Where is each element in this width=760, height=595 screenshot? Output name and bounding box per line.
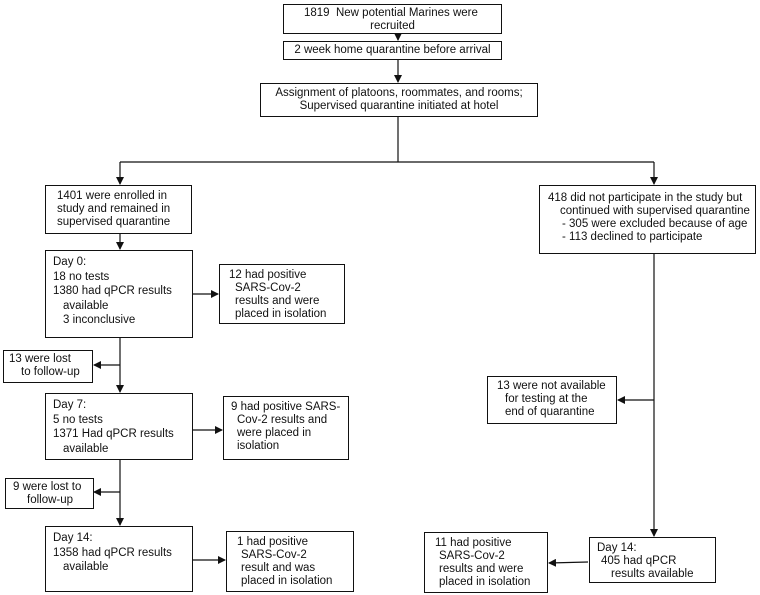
day0-positive-line-3: results and were — [235, 295, 320, 307]
day0-positive-line-2: SARS-Cov-2 — [235, 282, 301, 294]
day14-right-line-1: Day 14: — [597, 542, 637, 554]
day14-positive-line-3: result and was — [241, 562, 316, 574]
day0-box: Day 0: 18 no tests 1380 had qPCR results… — [45, 250, 193, 338]
lost9-line-1: 9 were lost to — [13, 481, 82, 493]
day0-positive-line-4: placed in isolation — [235, 308, 327, 320]
day0-line-4: available — [63, 299, 109, 312]
assignment-box: Assignment of platoons, roommates, and r… — [260, 83, 538, 117]
day7-line-4: available — [63, 442, 109, 455]
lost13-line-2: to follow-up — [21, 366, 80, 378]
enrolled-line-2: study and remained in — [57, 203, 171, 215]
day0-line-2: 18 no tests — [53, 270, 110, 283]
day14-right-positive-line-2: SARS-Cov-2 — [439, 550, 505, 562]
day14-right-box: Day 14: 405 had qPCR results available — [589, 537, 716, 583]
home-quarantine-line-1: 2 week home quarantine before arrival — [294, 44, 491, 56]
day14-right-line-2: 405 had qPCR — [601, 555, 677, 567]
day0-positive-box: 12 had positive SARS-Cov-2 results and w… — [219, 264, 345, 324]
day14-positive-line-1: 1 had positive — [237, 536, 308, 548]
lost13-box: 13 were lost to follow-up — [3, 350, 93, 383]
day7-positive-line-3: were placed in — [237, 427, 312, 439]
enrolled-line-3: supervised quarantine — [57, 216, 171, 228]
assignment-line-1: Assignment of platoons, roommates, and r… — [275, 87, 523, 99]
lost9-box: 9 were lost to follow-up — [5, 478, 94, 509]
arrow-day14-right-to-positive — [548, 558, 589, 567]
not-participate-box: 418 did not participate in the study but… — [539, 185, 756, 254]
day14-right-positive-line-3: results and were — [439, 563, 524, 575]
day14-right-positive-line-1: 11 had positive — [435, 537, 512, 549]
day7-positive-line-1: 9 had positive SARS- — [231, 401, 341, 413]
not-participate-line-1: 418 did not participate in the study but — [548, 192, 743, 204]
not-available-line-2: for testing at the — [505, 393, 588, 405]
recruited-line-2: recruited — [370, 20, 415, 32]
day14-right-positive-line-4: placed in isolation — [439, 576, 531, 588]
day7-line-3: 1371 Had qPCR results — [53, 428, 174, 440]
day14-positive-line-4: placed in isolation — [241, 575, 333, 587]
day14-box: Day 14: 1358 had qPCR results available — [45, 526, 193, 592]
home-quarantine-box: 2 week home quarantine before arrival — [283, 41, 502, 60]
day14-line-2: 1358 had qPCR results — [53, 546, 172, 559]
day7-box: Day 7: 5 no tests 1371 Had qPCR results … — [45, 393, 193, 460]
day7-positive-line-2: Cov-2 results and — [237, 414, 328, 426]
day0-line-5: 3 inconclusive — [63, 314, 136, 326]
lost13-line-1: 13 were lost — [9, 353, 72, 365]
day0-line-1: Day 0: — [53, 256, 87, 268]
day7-positive-line-4: isolation — [237, 440, 280, 452]
day7-positive-box: 9 had positive SARS- Cov-2 results and w… — [223, 396, 349, 460]
enrolled-box: 1401 were enrolled in study and remained… — [45, 185, 192, 234]
day7-line-2: 5 no tests — [53, 413, 103, 426]
not-available-line-3: end of quarantine — [505, 406, 595, 418]
day0-line-3: 1380 had qPCR results — [53, 285, 172, 297]
day14-right-line-3: results available — [611, 568, 694, 580]
day14-positive-line-2: SARS-Cov-2 — [241, 549, 307, 561]
not-available-box: 13 were not available for testing at the… — [487, 376, 617, 424]
enrolled-line-1: 1401 were enrolled in — [57, 190, 167, 202]
not-available-line-1: 13 were not available — [497, 380, 606, 392]
recruited-line-1: 1819 New potential Marines were — [304, 7, 478, 19]
day14-positive-box: 1 had positive SARS-Cov-2 result and was… — [226, 531, 354, 592]
day0-positive-line-1: 12 had positive — [229, 269, 307, 281]
day7-line-1: Day 7: — [53, 399, 87, 411]
lost9-line-2: follow-up — [27, 494, 74, 506]
recruited-box: 1819 New potential Marines were recruite… — [283, 4, 502, 34]
not-participate-line-3: - 305 were excluded because of age — [562, 218, 748, 230]
day14-line-1: Day 14: — [53, 532, 93, 544]
not-participate-line-4: - 113 declined to participate — [562, 231, 703, 243]
not-participate-line-2: continued with supervised quarantine — [560, 205, 750, 217]
day14-right-positive-box: 11 had positive SARS-Cov-2 results and w… — [424, 532, 548, 593]
assignment-line-2: Supervised quarantine initiated at hotel — [299, 100, 499, 112]
day14-line-3: available — [63, 561, 109, 573]
